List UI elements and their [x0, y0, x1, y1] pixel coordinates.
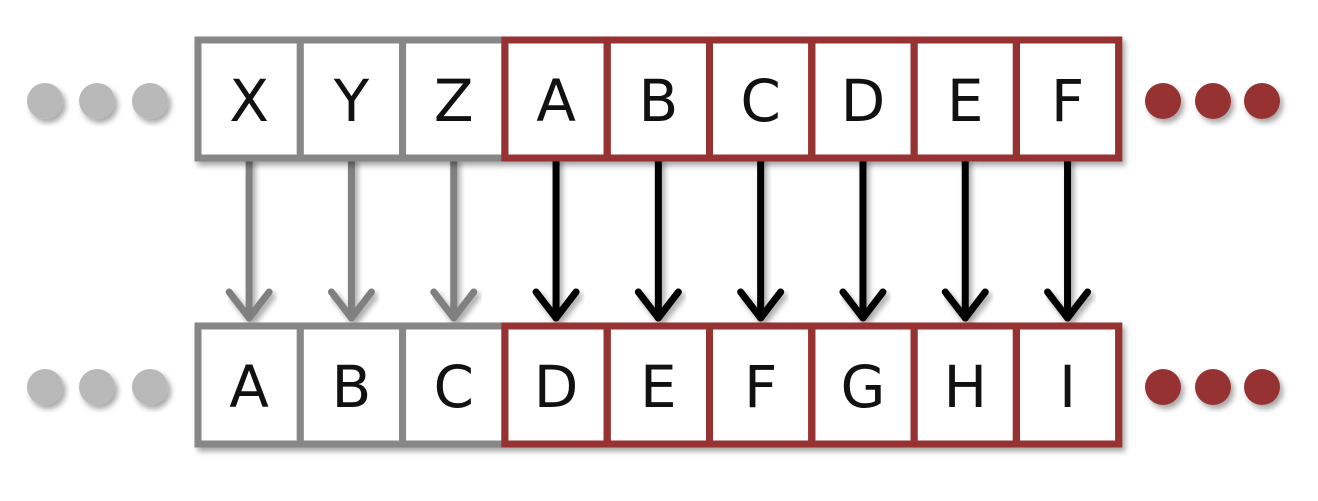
top-left-ellipsis-dot — [27, 83, 63, 119]
bottom-row-cell-0 — [194, 322, 304, 448]
bottom-right-ellipsis-dot — [1244, 369, 1280, 405]
arrow-0 — [225, 156, 273, 322]
bottom-row-cell-border-8 — [1012, 322, 1123, 448]
top-row-letter-4: B — [638, 67, 678, 135]
bottom-row-letter-0: A — [229, 353, 269, 421]
top-row-letter-8: F — [1051, 67, 1084, 135]
top-row-cell-1 — [296, 36, 407, 162]
top-right-ellipsis-dot — [1195, 83, 1231, 119]
top-row-letter-0: X — [229, 67, 269, 135]
ellipsis-dots — [27, 83, 1280, 405]
bottom-left-ellipsis-dot — [27, 369, 63, 405]
top-right-ellipsis-dot — [1145, 83, 1181, 119]
bottom-row-letter-2: C — [434, 353, 475, 421]
top-row-letter-6: D — [841, 67, 886, 135]
top-left-ellipsis-dot — [132, 83, 168, 119]
top-row-letter-2: Z — [434, 67, 474, 135]
arrow-2 — [430, 156, 478, 322]
arrow-8 — [1044, 156, 1092, 322]
top-row-letter-1: Y — [333, 67, 370, 135]
arrow-4 — [634, 156, 682, 322]
mapping-arrows — [225, 156, 1092, 322]
top-row-letter-7: E — [947, 67, 984, 135]
arrow-5 — [737, 156, 785, 322]
arrow-3 — [532, 156, 580, 322]
bottom-row-letter-5: F — [744, 353, 777, 421]
top-row-cell-border-8 — [1012, 36, 1123, 162]
bottom-row-letter-8: I — [1059, 353, 1076, 421]
arrow-6 — [839, 156, 887, 322]
bottom-row-cell-1 — [296, 322, 407, 448]
bottom-row-letter-7: H — [943, 353, 987, 421]
bottom-row-letter-6: G — [840, 353, 885, 421]
bottom-right-ellipsis-dot — [1195, 369, 1231, 405]
top-row-letter-3: A — [536, 67, 576, 135]
top-left-ellipsis-dot — [79, 83, 115, 119]
bottom-row-letter-1: B — [332, 353, 372, 421]
arrow-7 — [941, 156, 989, 322]
bottom-left-ellipsis-dot — [132, 369, 168, 405]
bottom-row-letter-4: E — [640, 353, 677, 421]
top-row-letter-5: C — [740, 67, 781, 135]
top-right-ellipsis-dot — [1244, 83, 1280, 119]
arrow-1 — [327, 156, 375, 322]
bottom-right-ellipsis-dot — [1145, 369, 1181, 405]
bottom-row-letter-3: D — [534, 353, 579, 421]
bottom-left-ellipsis-dot — [79, 369, 115, 405]
